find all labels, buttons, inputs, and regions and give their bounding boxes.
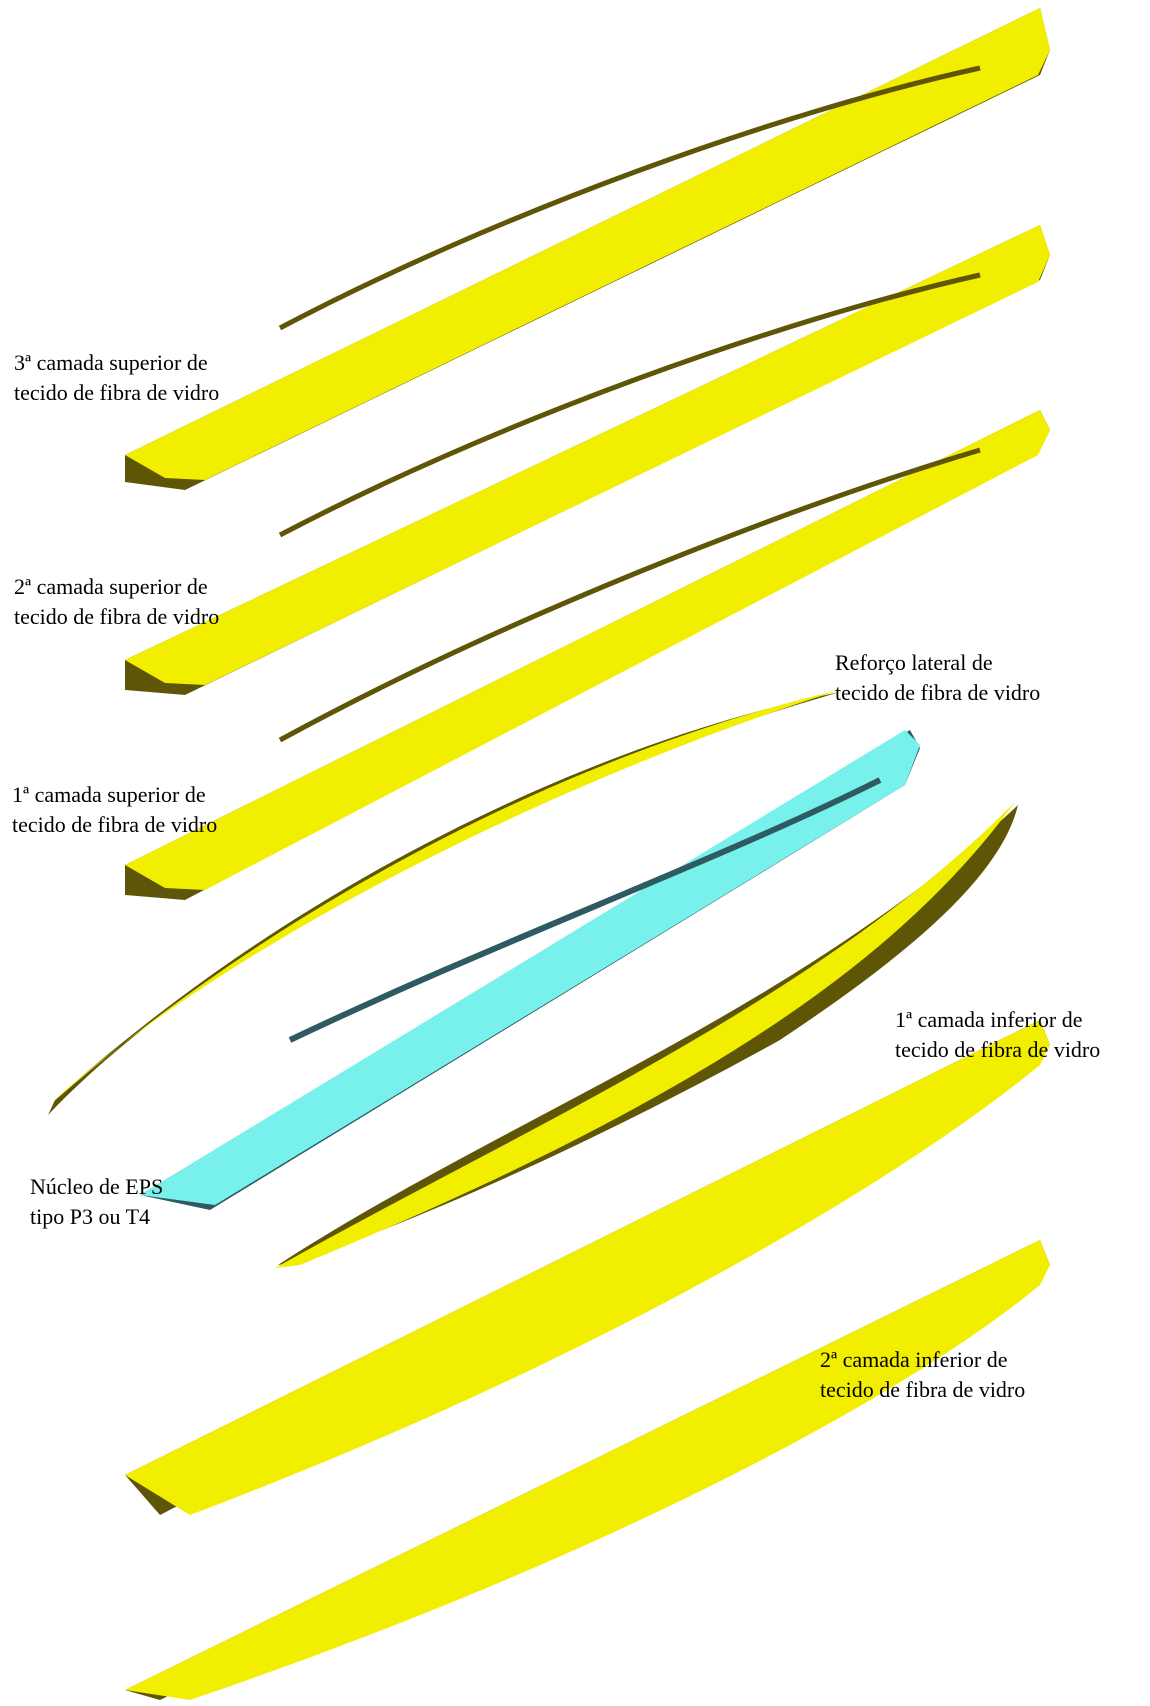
label-top-layer-2: 2ª camada superior de tecido de fibra de…	[14, 572, 219, 632]
label-side-reinforcement: Reforço lateral de tecido de fibra de vi…	[835, 648, 1040, 708]
label-bottom-layer-1: 1ª camada inferior de tecido de fibra de…	[895, 1005, 1100, 1065]
label-top-layer-3: 3ª camada superior de tecido de fibra de…	[14, 348, 219, 408]
top-layer-3-shell	[125, 8, 1050, 490]
label-top-layer-1: 1ª camada superior de tecido de fibra de…	[12, 780, 217, 840]
label-eps-core: Núcleo de EPS tipo P3 ou T4	[30, 1172, 163, 1232]
label-bottom-layer-2: 2ª camada inferior de tecido de fibra de…	[820, 1345, 1025, 1405]
top-layer-2-shell	[125, 225, 1050, 695]
